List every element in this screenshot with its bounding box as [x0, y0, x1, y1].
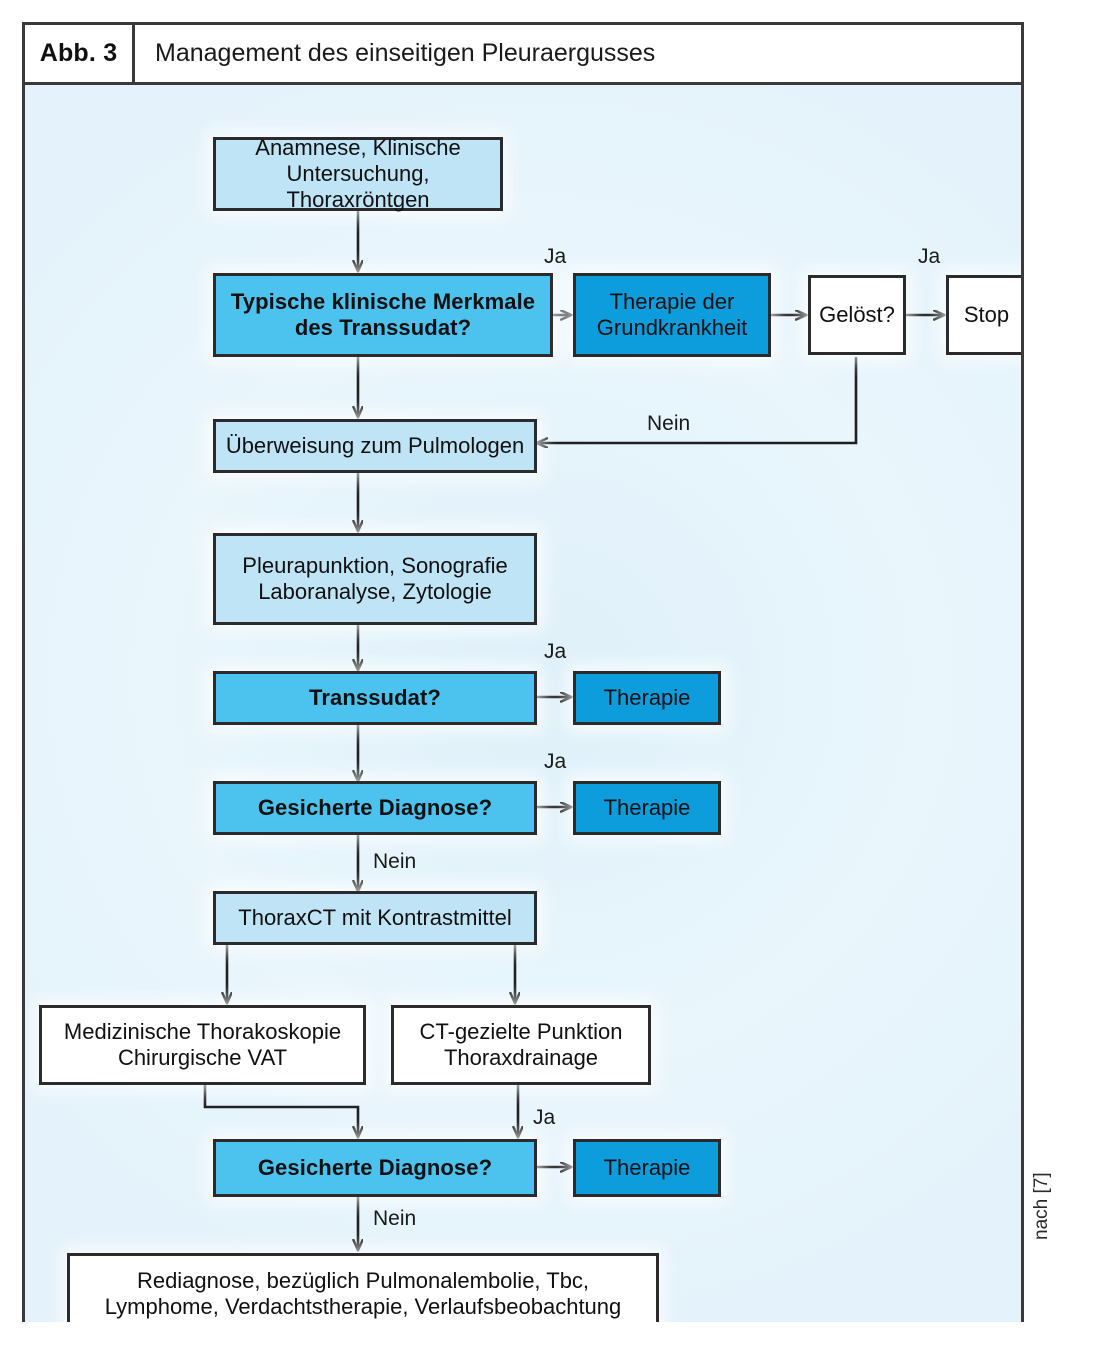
node-pleurapunktion-line1: Pleurapunktion, Sonografie — [242, 553, 508, 579]
edge-label-nein-diagnose-2: Nein — [373, 1207, 417, 1230]
node-grundkrankheit-line1: Therapie der — [609, 289, 735, 315]
edge-label-ja-typische: Ja — [544, 245, 567, 268]
figure-caption-bar: Abb. 3 Management des einseitigen Pleura… — [25, 25, 1021, 85]
node-ct-gezielte-punktion[interactable]: CT-gezielte Punktion Thoraxdrainage — [391, 1005, 651, 1085]
node-ueberweisung-label: Überweisung zum Pulmologen — [225, 433, 525, 459]
node-gesicherte-diagnose-1[interactable]: Gesicherte Diagnose? — [213, 781, 537, 835]
node-ueberweisung-pulmologen[interactable]: Überweisung zum Pulmologen — [213, 419, 537, 473]
figure-title: Management des einseitigen Pleuraergusse… — [155, 39, 656, 67]
flowchart-edges — [203, 211, 1021, 1322]
node-therapie-1-label: Therapie — [603, 685, 691, 711]
node-anamnese[interactable]: Anamnese, Klinische Untersuchung, Thorax… — [213, 135, 503, 212]
node-thorakoskopie[interactable]: Medizinische Thorakoskopie Chirurgische … — [39, 1005, 366, 1085]
edge-label-ja-transsudat: Ja — [544, 640, 567, 663]
node-typische-klinische-merkmale[interactable]: Typische klinische Merkmale des Transsud… — [213, 273, 553, 357]
node-thoraxct-label: ThoraxCT mit Kontrastmittel — [238, 905, 512, 931]
node-typische-line1: Typische klinische Merkmale — [230, 289, 536, 315]
node-grundkrankheit-line2: Grundkrankheit — [596, 315, 748, 340]
node-stop[interactable]: Stop — [946, 275, 1021, 355]
node-therapie-2-label: Therapie — [603, 795, 691, 821]
node-thoraxct[interactable]: ThoraxCT mit Kontrastmittel — [213, 891, 537, 945]
node-rediagnose-line2: Lymphome, Verdachtstherapie, Verlaufsbeo… — [104, 1294, 622, 1319]
edge-label-nein-geloest: Nein — [647, 412, 691, 435]
node-typische-line2: des Transsudat? — [294, 315, 472, 340]
figure-container: Abb. 3 Management des einseitigen Pleura… — [22, 22, 1024, 1322]
flowchart-canvas: Anamnese, Klinische Untersuchung, Thorax… — [25, 85, 1021, 1322]
edge-label-ja-diagnose-2: Ja — [533, 1106, 556, 1129]
node-geloest[interactable]: Gelöst? — [808, 275, 906, 355]
edge-label-ja-geloest: Ja — [918, 245, 941, 268]
node-anamnese-line2: Untersuchung, Thoraxröntgen — [286, 161, 430, 212]
node-geloest-label: Gelöst? — [819, 302, 895, 328]
node-therapie-1[interactable]: Therapie — [573, 671, 721, 725]
node-therapie-3[interactable]: Therapie — [573, 1139, 721, 1197]
node-rediagnose-line1: Rediagnose, bezüglich Pulmonalembolie, T… — [136, 1268, 590, 1294]
node-stop-label: Stop — [963, 302, 1010, 328]
node-anamnese-line1: Anamnese, Klinische — [255, 135, 461, 161]
node-thorakoskopie-line2: Chirurgische VAT — [117, 1045, 288, 1070]
node-therapie-der-grundkrankheit[interactable]: Therapie der Grundkrankheit — [573, 273, 771, 357]
figure-number: Abb. 3 — [25, 25, 135, 82]
source-note: nach [7] — [1031, 1172, 1052, 1240]
edge-label-nein-diagnose-1: Nein — [373, 850, 417, 873]
edge-label-ja-diagnose-1: Ja — [544, 750, 567, 773]
node-thorakoskopie-line1: Medizinische Thorakoskopie — [63, 1019, 342, 1045]
node-ctpunktion-line1: CT-gezielte Punktion — [419, 1019, 623, 1045]
node-transsudat[interactable]: Transsudat? — [213, 671, 537, 725]
node-transsudat-label: Transsudat? — [309, 685, 441, 711]
node-therapie-3-label: Therapie — [603, 1155, 691, 1181]
node-gesicherte-diagnose-2[interactable]: Gesicherte Diagnose? — [213, 1139, 537, 1197]
node-diagnose-2-label: Gesicherte Diagnose? — [257, 1155, 493, 1181]
node-diagnose-1-label: Gesicherte Diagnose? — [257, 795, 493, 821]
node-rediagnose[interactable]: Rediagnose, bezüglich Pulmonalembolie, T… — [67, 1253, 659, 1322]
node-therapie-2[interactable]: Therapie — [573, 781, 721, 835]
node-pleurapunktion[interactable]: Pleurapunktion, Sonografie Laboranalyse,… — [213, 533, 537, 625]
node-pleurapunktion-line2: Laboranalyse, Zytologie — [258, 579, 492, 604]
node-ctpunktion-line2: Thoraxdrainage — [443, 1045, 599, 1070]
